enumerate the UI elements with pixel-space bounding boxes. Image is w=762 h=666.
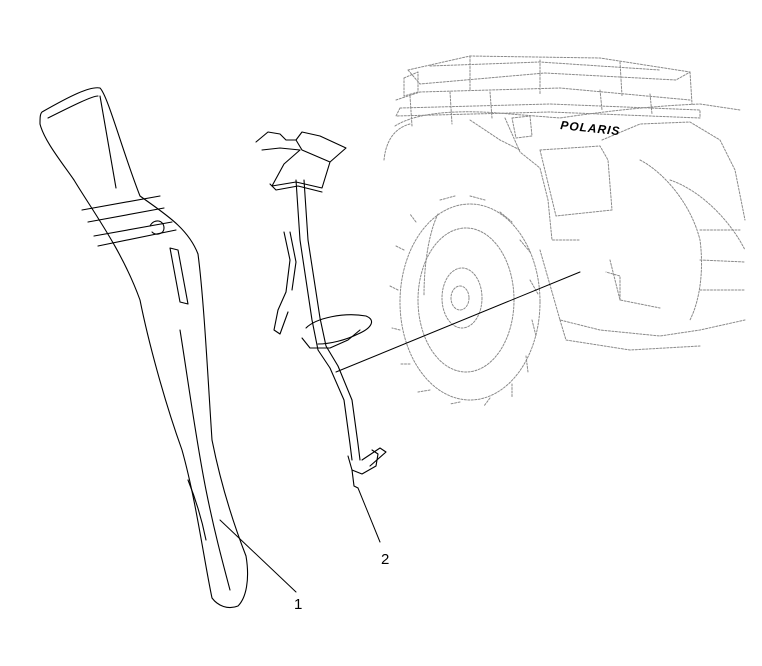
leader-lines bbox=[219, 271, 581, 593]
atv-wheel bbox=[389, 195, 541, 407]
atv-illustration bbox=[383, 55, 746, 407]
atv-lower-body bbox=[539, 159, 746, 351]
callout-label-1: 1 bbox=[294, 596, 303, 613]
atv-brand-logo: POLARIS bbox=[560, 118, 621, 138]
rear-rack bbox=[395, 55, 701, 127]
atv-fender bbox=[383, 103, 746, 241]
mounting-bracket bbox=[255, 131, 387, 489]
leader-line-1 bbox=[219, 519, 297, 593]
gun-scabbard bbox=[39, 87, 249, 609]
callout-label-2: 2 bbox=[381, 551, 390, 568]
leader-line-assembly bbox=[335, 271, 581, 373]
leader-line-2 bbox=[357, 487, 381, 543]
